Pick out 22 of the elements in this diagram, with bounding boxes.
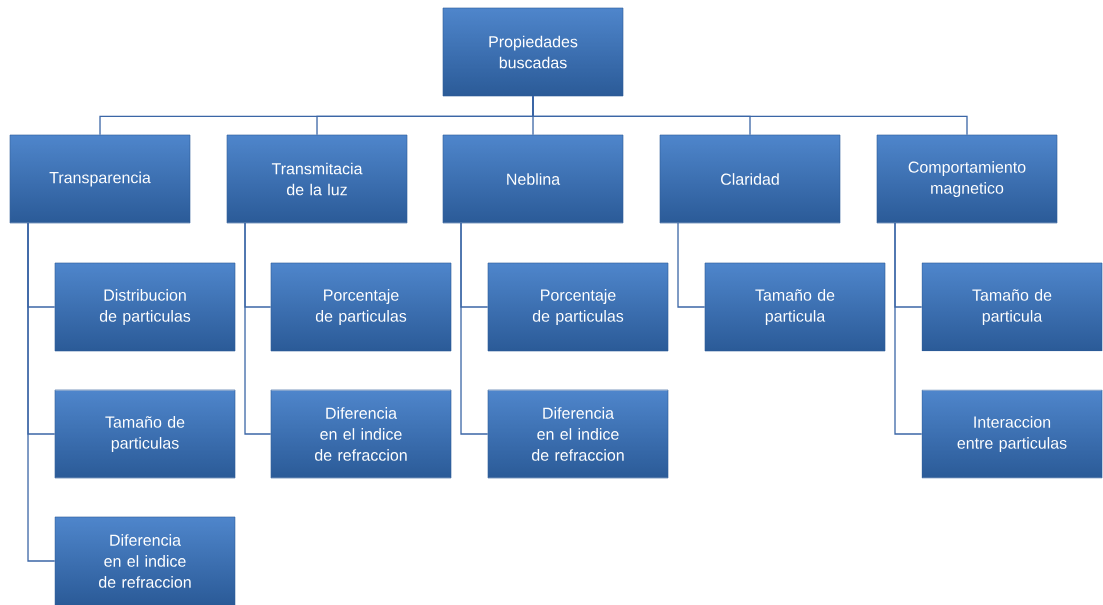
process-box: Diferencia en el indice de refraccion — [270, 389, 452, 479]
process-box: Diferencia en el indice de refraccion — [487, 389, 669, 479]
process-box: Diferencia en el indice de refraccion — [54, 516, 236, 605]
connector-line — [532, 95, 968, 136]
process-box: Claridad — [659, 134, 841, 224]
process-box: Tamaño de particula — [921, 262, 1103, 352]
connector-line — [677, 222, 706, 308]
process-box: Tamaño de particula — [704, 262, 886, 352]
process-box: Interaccion entre particulas — [921, 389, 1103, 479]
process-box: Neblina — [442, 134, 624, 224]
process-box: Transparencia — [9, 134, 191, 224]
process-box: Transmitacia de la luz — [226, 134, 408, 224]
process-box: Comportamiento magnetico — [876, 134, 1058, 224]
connector-line — [460, 222, 489, 435]
process-box: Propiedades buscadas — [442, 7, 624, 97]
process-box: Porcentaje de particulas — [270, 262, 452, 352]
connector-line — [894, 222, 923, 435]
connector-line — [244, 222, 272, 435]
process-box: Distribucion de particulas — [54, 262, 236, 352]
process-box: Tamaño de particulas — [54, 389, 236, 479]
process-box: Porcentaje de particulas — [487, 262, 669, 352]
connector-line — [27, 222, 56, 562]
